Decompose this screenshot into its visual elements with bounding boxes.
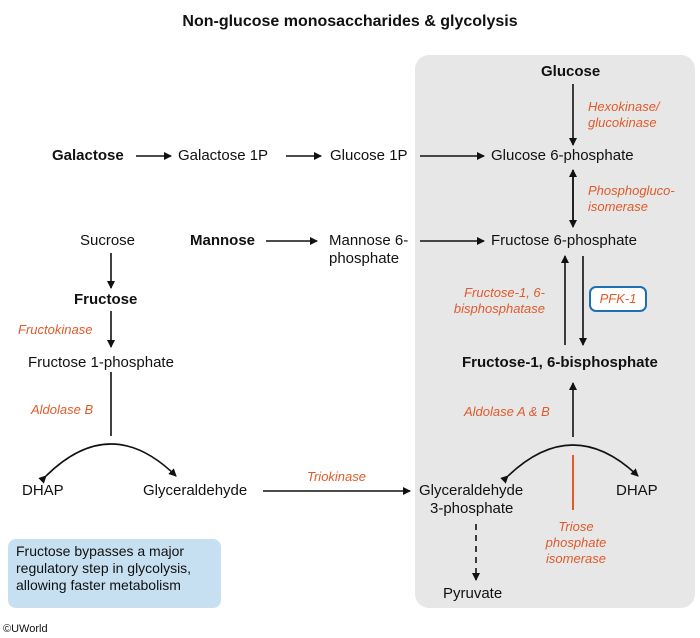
enzyme-aldolase-a-b: Aldolase A & B [464,404,550,419]
node-fructose-6-phosphate: Fructose 6-phosphate [491,232,637,249]
enzyme-phosphoglucoisomerase-line2: isomerase [588,199,648,214]
node-glucose-1p: Glucose 1P [330,147,408,164]
node-g3p-line1: Glyceraldehyde [419,482,524,499]
note-box: Fructose bypasses a major regulatory ste… [8,539,221,608]
node-galactose-1p: Galactose 1P [178,147,269,164]
node-mannose-6-phosphate-line1: Mannose 6- [329,232,409,249]
enzyme-tpi-line2: phosphate [545,535,607,550]
node-fructose-16-bisphosphate: Fructose-1, 6-bisphosphate [462,354,658,371]
node-glyceraldehyde: Glyceraldehyde [143,482,248,499]
node-glucose-6-phosphate: Glucose 6-phosphate [491,147,634,164]
node-pyruvate: Pyruvate [443,585,503,602]
enzyme-hexokinase-line1: Hexokinase/ [588,99,660,114]
node-glucose: Glucose [541,63,601,80]
node-fructose-1-phosphate: Fructose 1-phosphate [28,354,174,371]
node-dhap-left: DHAP [22,482,64,499]
enzyme-aldolase-b: Aldolase B [31,402,94,417]
diagram-title: Non-glucose monosaccharides & glycolysis [182,13,518,30]
glycolysis-panel [415,55,695,608]
enzyme-triokinase: Triokinase [307,469,367,484]
node-dhap-right: DHAP [616,482,658,499]
node-g3p-line2: 3-phosphate [430,500,514,517]
arc-aldolase-ab-split [500,444,639,484]
node-sucrose: Sucrose [80,232,136,249]
enzyme-fbpase-line1: Fructose-1, 6- [464,285,545,300]
enzyme-fbpase-line2: bisphosphatase [453,301,545,316]
enzyme-pfk1-badge: PFK-1 [589,286,647,312]
node-mannose-6-phosphate-line2: phosphate [329,250,400,267]
enzyme-phosphoglucoisomerase-line1: Phosphogluco- [588,183,675,198]
enzyme-tpi-line3: isomerase [546,551,606,566]
arc-aldolase-b-split [38,443,177,484]
enzyme-tpi-line1: Triose [558,519,594,534]
node-mannose: Mannose [190,232,256,249]
node-fructose: Fructose [74,291,138,308]
enzyme-fructokinase: Fructokinase [18,322,93,337]
enzyme-hexokinase-line2: glucokinase [588,115,657,130]
credit-label: ©UWorld [3,623,48,635]
node-galactose: Galactose [52,147,124,164]
note-text: Fructose bypasses a major regulatory ste… [16,543,192,593]
